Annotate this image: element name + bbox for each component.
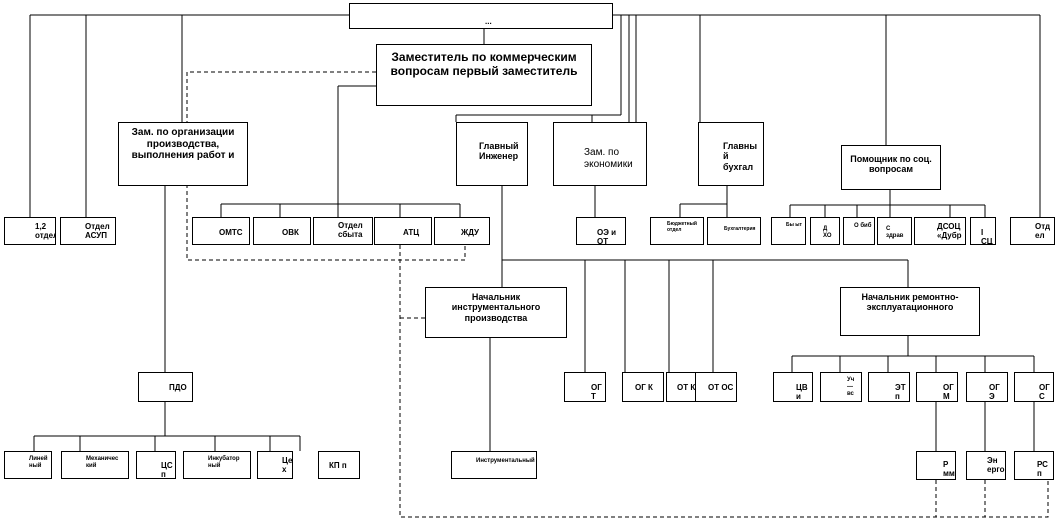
dept-zhdu-label: ЖДУ — [461, 228, 480, 237]
deputy-economics-label: Зам. по экономики — [584, 147, 633, 170]
assistant-social-box: Помощник по соц. вопросам — [841, 145, 941, 190]
dept-other-label: Отд ел — [1035, 222, 1051, 241]
head-repair-label: Начальник ремонтно-эксплуатационного — [861, 292, 959, 313]
chief-accountant-box: Главны й бухгал — [698, 122, 764, 186]
dept-social-sc-label: I СЦ — [981, 228, 993, 245]
shop-linear-label: Линей ный — [29, 456, 48, 469]
chief-engineer-label: Главный Инженер — [479, 141, 519, 162]
dept-accounting-label: Бухгалтерия — [724, 226, 756, 232]
dept-ogt: ОГ Т — [564, 372, 606, 402]
dept-ovk-label: ОВК — [282, 228, 299, 237]
dept-ogm-label: ОГ М — [943, 383, 954, 402]
dept-asup-label: Отдел АСУП — [85, 222, 110, 241]
deputy-production-label: Зам. по организации производства, выполн… — [131, 127, 235, 161]
dept-accounting: Бухгалтерия — [707, 217, 761, 245]
dept-ogk: ОГ К — [622, 372, 664, 402]
dept-atc-label: АТЦ — [403, 228, 420, 237]
shop-incubator-label: Инкубатор ный — [208, 456, 240, 469]
assistant-social-label: Помощник по соц. вопросам — [850, 154, 932, 175]
dept-zhdu: ЖДУ — [434, 217, 490, 245]
pdo-label: ПДО — [169, 383, 187, 392]
head-repair-box: Начальник ремонтно-эксплуатационного — [840, 287, 980, 336]
deputy-commercial-box: Заместитель по коммерческим вопросам пер… — [376, 44, 592, 106]
dept-sales-label: Отдел сбыта — [338, 221, 363, 240]
dept-social-library-label: О биб — [854, 223, 872, 229]
dept-otos-label: ОТ ОС — [708, 383, 734, 392]
dept-ogk-label: ОГ К — [635, 383, 653, 392]
dept-oe-ot: ОЭ и ОТ — [576, 217, 626, 245]
shop-mechanical-label: Механичес кий — [86, 456, 119, 469]
dept-budget-label: Бюджетный отдел — [667, 221, 697, 233]
dept-sales: Отдел сбыта — [313, 217, 373, 245]
shop-tseh: Це х — [257, 451, 293, 479]
director-box: ... — [349, 3, 613, 29]
shop-kp: КП п — [318, 451, 360, 479]
dept-ovk: ОВК — [253, 217, 311, 245]
dept-atc: АТЦ — [374, 217, 432, 245]
dept-asup: Отдел АСУП — [60, 217, 116, 245]
dept-otos: ОТ ОС — [695, 372, 737, 402]
shop-rs-label: РС п — [1037, 460, 1048, 479]
shop-energo: Эн ерго — [966, 451, 1006, 480]
dept-oge-label: ОГ Э — [989, 383, 1000, 402]
deputy-production-box: Зам. по организации производства, выполн… — [118, 122, 248, 186]
shop-linear: Линей ный — [4, 451, 52, 479]
shop-kp-label: КП п — [329, 461, 347, 470]
dept-social-dho: Д ХО — [810, 217, 840, 245]
dashed-connectors — [186, 71, 1049, 518]
shop-incubator: Инкубатор ный — [183, 451, 251, 479]
dept-ogs-label: ОГ С — [1039, 383, 1050, 402]
dept-ogt-label: ОГ Т — [591, 383, 602, 402]
dept-social-library: О биб — [843, 217, 875, 245]
dept-et-label: ЭТ п — [895, 383, 906, 402]
chief-accountant-label: Главны й бухгал — [723, 141, 758, 172]
dept-social-sc: I СЦ — [970, 217, 996, 245]
dept-uch-label: Уч — вс — [847, 377, 855, 397]
dept-social-health: С здрав — [877, 217, 912, 245]
dept-oge: ОГ Э — [966, 372, 1008, 402]
dept-social-dsots-label: ДСОЦ «Дубр — [937, 222, 962, 241]
shop-cs-label: ЦС п — [161, 461, 173, 479]
dept-oe-ot-label: ОЭ и ОТ — [597, 228, 617, 245]
head-instrumental-box: Начальник инструментального производства — [425, 287, 567, 338]
deputy-commercial-label: Заместитель по коммерческим вопросам пер… — [390, 50, 578, 78]
dept-social-byt: Бы ыт — [771, 217, 806, 245]
dept-budget: Бюджетный отдел — [650, 217, 704, 245]
head-instrumental-label: Начальник инструментального производства — [451, 292, 541, 323]
shop-energo-label: Эн ерго — [987, 456, 1005, 475]
solid-connectors — [29, 14, 1041, 451]
shop-rs: РС п — [1014, 451, 1054, 480]
dept-tsv-label: ЦВ и — [796, 383, 808, 402]
shop-mechanical: Механичес кий — [61, 451, 129, 479]
dept-omts-label: ОМТС — [219, 228, 243, 237]
chief-engineer-box: Главный Инженер — [456, 122, 528, 186]
dept-social-dsots: ДСОЦ «Дубр — [914, 217, 966, 245]
shop-rmm-label: Р мм — [943, 460, 955, 479]
dept-omts: ОМТС — [192, 217, 250, 245]
dept-tsv: ЦВ и — [773, 372, 813, 402]
deputy-economics-box: Зам. по экономики — [553, 122, 647, 186]
shop-cs: ЦС п — [136, 451, 176, 479]
shop-instrumental-label: Инструментальный — [476, 458, 535, 464]
dept-1-2-label: 1,2 отдел — [35, 222, 56, 241]
shop-tseh-label: Це х — [282, 456, 293, 475]
dept-otk-label: ОТ К — [677, 383, 696, 392]
director-label: ... — [485, 17, 492, 26]
dept-ogs: ОГ С — [1014, 372, 1054, 402]
dept-social-byt-label: Бы ыт — [786, 222, 802, 228]
shop-instrumental: Инструментальный — [451, 451, 537, 479]
dept-et: ЭТ п — [868, 372, 910, 402]
shop-rmm: Р мм — [916, 451, 956, 480]
dept-uch: Уч — вс — [820, 372, 862, 402]
dept-other: Отд ел — [1010, 217, 1055, 245]
dept-social-dho-label: Д ХО — [823, 226, 832, 239]
pdo-box: ПДО — [138, 372, 193, 402]
dept-social-health-label: С здрав — [886, 226, 904, 239]
dept-ogm: ОГ М — [916, 372, 958, 402]
dept-1-2: 1,2 отдел — [4, 217, 56, 245]
